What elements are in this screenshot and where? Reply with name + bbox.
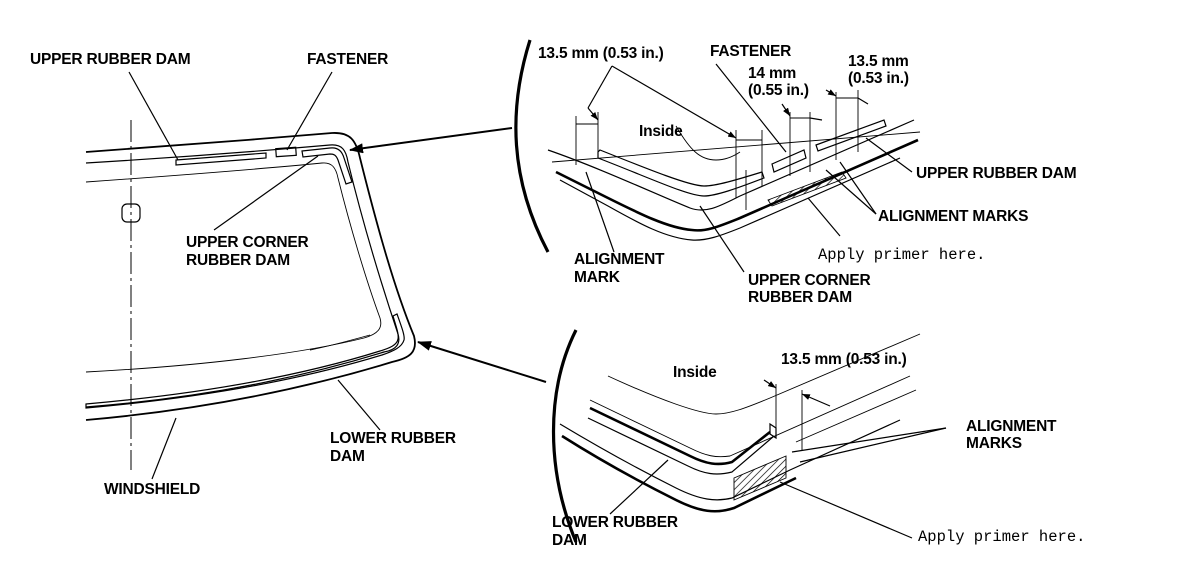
dim-lower: 13.5 mm (0.53 in.) — [781, 351, 907, 368]
lower-corner-detail: Inside 13.5 mm (0.53 in.) ALIGNMENT MARK… — [551, 329, 1085, 549]
arrow-to-upper-detail — [349, 127, 513, 154]
detail-upper-rubber-dam — [815, 119, 887, 152]
primer-area-upper — [767, 171, 847, 207]
label-upper-corner-rubber-dam: UPPER CORNER — [186, 234, 308, 251]
label-lower-rubber-dam-detail: LOWER RUBBER — [552, 514, 678, 531]
dim-right-upper: 13.5 mm — [848, 53, 909, 70]
label-upper-rubber-dam: UPPER RUBBER DAM — [30, 51, 190, 68]
windshield-outer-edge — [85, 132, 416, 421]
dim-mid-upper: 14 mm — [748, 65, 796, 82]
windshield-overview: UPPER RUBBER DAM FASTENER UPPER CORNER R… — [30, 51, 547, 498]
label-fastener: FASTENER — [307, 51, 388, 68]
label-fastener-detail: FASTENER — [710, 43, 791, 60]
detail-fastener-block — [771, 149, 807, 173]
label-inside-lower: Inside — [673, 364, 717, 381]
label-lower-rubber-dam: DAM — [330, 448, 365, 465]
dim-right-upper: (0.53 in.) — [848, 70, 909, 87]
upper-corner-dam-strip — [597, 149, 765, 197]
dim-left-upper: 13.5 mm (0.53 in.) — [538, 45, 664, 62]
mirror-mount — [121, 203, 141, 223]
label-upper-corner-detail: UPPER CORNER — [748, 272, 870, 289]
lower-rubber-dam-part — [85, 313, 405, 409]
upper-corner-detail: 13.5 mm (0.53 in.) FASTENER 14 mm (0.55 … — [514, 39, 1077, 306]
label-alignment-mark: ALIGNMENT — [574, 251, 665, 268]
label-alignment-marks-lower: MARKS — [966, 435, 1022, 452]
note-apply-primer-upper: Apply primer here. — [818, 246, 985, 264]
label-upper-corner-rubber-dam: RUBBER DAM — [186, 252, 290, 269]
primer-area-lower — [733, 455, 787, 501]
label-lower-rubber-dam: LOWER RUBBER — [330, 430, 456, 447]
dim-mid-upper: (0.55 in.) — [748, 82, 809, 99]
label-windshield: WINDSHIELD — [104, 481, 200, 498]
note-apply-primer-lower: Apply primer here. — [918, 528, 1085, 546]
fastener-part — [275, 146, 297, 158]
label-lower-rubber-dam-detail: DAM — [552, 532, 587, 549]
upper-corner-rubber-dam-part — [301, 147, 353, 185]
lower-dam-strip — [769, 422, 777, 440]
label-upper-rubber-dam-detail: UPPER RUBBER DAM — [916, 165, 1076, 182]
label-inside-upper: Inside — [639, 123, 683, 140]
label-alignment-marks-lower: ALIGNMENT — [966, 418, 1057, 435]
label-alignment-marks-upper: ALIGNMENT MARKS — [878, 208, 1028, 225]
label-alignment-mark: MARK — [574, 269, 621, 286]
label-upper-corner-detail: RUBBER DAM — [748, 289, 852, 306]
upper-rubber-dam-strip — [175, 152, 267, 166]
arrow-to-lower-detail — [417, 341, 547, 383]
